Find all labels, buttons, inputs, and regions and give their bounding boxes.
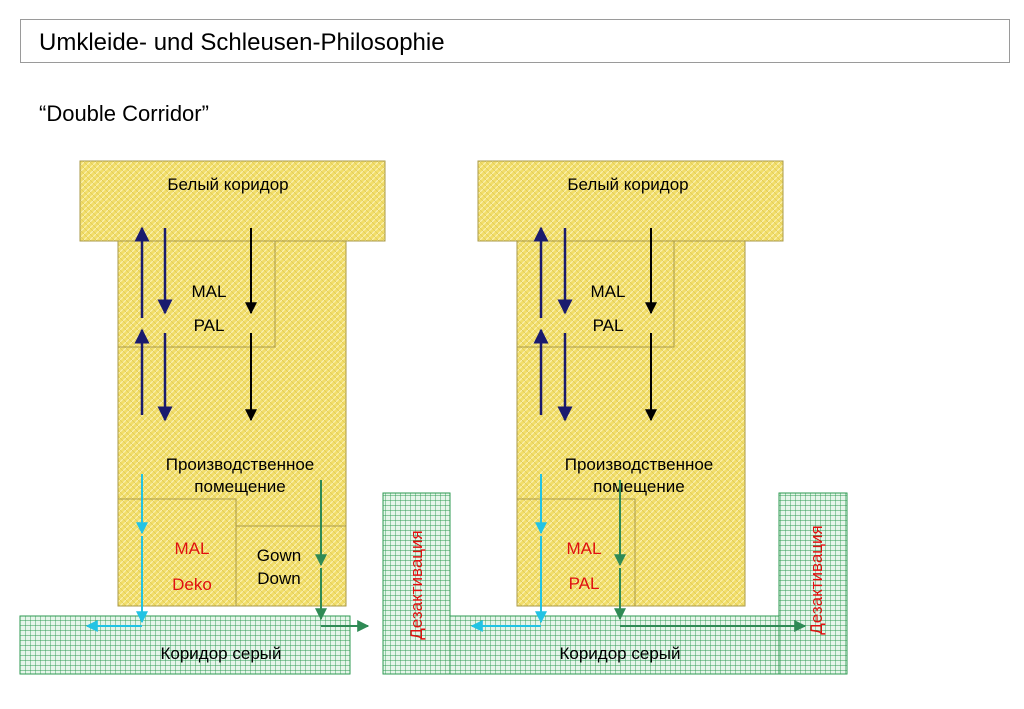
right-decontamination-label: Дезактивация [807,525,826,635]
title-box: Umkleide- und Schleusen-Philosophie [20,19,1010,63]
right-production-label-2: помещение [593,477,684,496]
right-grey-corridor-label: Коридор серый [560,644,681,663]
subtitle: “Double Corridor” [39,101,209,126]
left-grey-corridor [19,615,351,675]
left-white-corridor [79,160,386,242]
right-lock-box [516,498,636,607]
left-gown-label-2: Down [257,569,300,588]
right-lock-mal-label: MAL [567,539,602,558]
left-gown-label-1: Gown [257,546,301,565]
left-production-label-2: помещение [194,477,285,496]
right-decon-column-right [778,492,848,675]
left-production-room [117,239,347,607]
left-unit: Белый коридор MAL PAL Производственное п… [19,160,386,675]
right-pal-label: PAL [593,316,624,335]
right-production-label-1: Производственное [565,455,714,474]
right-mal-pal-box [516,240,675,348]
left-gown-down-box [235,525,347,607]
left-mal-label: MAL [192,282,227,301]
right-white-corridor [477,160,784,242]
left-lock-mal-label: MAL [175,539,210,558]
right-production-room [516,239,746,607]
right-unit: Белый коридор MAL PAL Производственное п… [382,160,848,675]
right-decon-column-left [382,492,451,675]
left-pal-label: PAL [194,316,225,335]
right-lock-pal-label: PAL [569,574,600,593]
left-mal-pal-box [117,240,276,348]
left-production-label-1: Производственное [166,455,315,474]
left-white-corridor-label: Белый коридор [167,175,288,194]
left-decontamination-label: Дезактивация [407,530,426,640]
right-white-corridor-label: Белый коридор [567,175,688,194]
left-lock-deko-label: Deko [172,575,212,594]
page-title: Umkleide- und Schleusen-Philosophie [39,29,445,56]
right-mal-label: MAL [591,282,626,301]
left-grey-corridor-label: Коридор серый [161,644,282,663]
